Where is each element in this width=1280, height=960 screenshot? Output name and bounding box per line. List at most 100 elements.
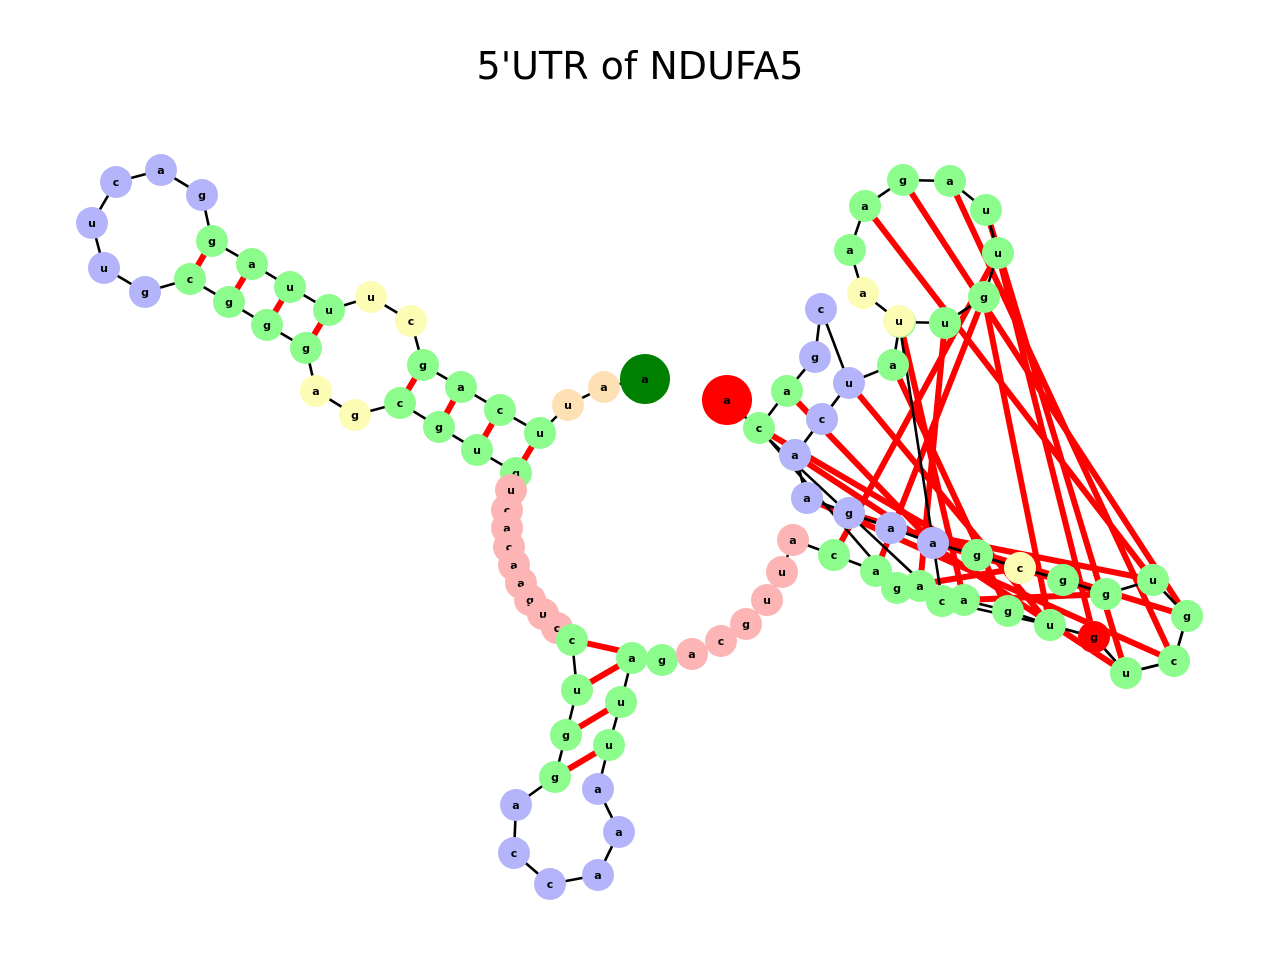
nucleotide-stem: u [461, 434, 493, 466]
nucleotide-hairpin-loop: a [603, 816, 635, 848]
nucleotide-letter: c [187, 273, 194, 286]
nucleotide-letter: c [831, 549, 838, 562]
nucleotide-letter: c [497, 404, 504, 417]
nucleotide-stem: g [968, 281, 1000, 313]
nucleotide-stem: g [887, 164, 919, 196]
nucleotide-letter: a [889, 359, 896, 372]
nucleotide-hairpin-loop: g [833, 497, 865, 529]
nucleotide-circle [552, 389, 584, 421]
nucleotide-circle [605, 686, 637, 718]
nucleotide-stem: g [251, 309, 283, 341]
nucleotide-letter: a [929, 537, 936, 550]
nucleotide-circle [616, 642, 648, 674]
nucleotide-stem: g [992, 595, 1024, 627]
nucleotide-circle [300, 375, 332, 407]
nucleotide-letter: g [980, 291, 988, 304]
nucleotide-stem: g [213, 286, 245, 318]
nucleotide-circle [339, 399, 371, 431]
nucleotide-end: g [1078, 621, 1110, 653]
nucleotide-letter: g [551, 771, 559, 784]
nucleotide-letter: c [718, 635, 725, 648]
nucleotide-stem: g [1047, 564, 1079, 596]
nucleotide-hairpin-loop: u [833, 367, 865, 399]
nucleotide-letter: u [605, 739, 613, 752]
nucleotide-circle [970, 194, 1002, 226]
nucleotide-stem: a [877, 349, 909, 381]
nucleotide-letter: a [791, 449, 798, 462]
nucleotide-letter: a [872, 565, 879, 578]
nucleotide-letter: c [818, 303, 825, 316]
nucleotide-multiloop: u [751, 584, 783, 616]
nucleotide-interior-loop: c [1004, 552, 1036, 584]
nucleotide-letter: u [1046, 619, 1054, 632]
nucleotide-circle [834, 234, 866, 266]
nucleotide-letter: a [457, 381, 464, 394]
nucleotide-interior-loop: u [355, 281, 387, 313]
nucleotide-stem: a [616, 642, 648, 674]
nucleotide-circle [1078, 621, 1110, 653]
nucleotide-circle [743, 412, 775, 444]
nucleotide-circle [593, 729, 625, 761]
nucleotide-letter: g [198, 189, 206, 202]
nucleotide-letter: u [778, 566, 786, 579]
nucleotide-letter: a [503, 522, 510, 535]
nucleotide-circle [461, 434, 493, 466]
nucleotide-circle [498, 837, 530, 869]
diagram-title: 5'UTR of NDUFA5 [476, 44, 804, 88]
nucleotide-circle [982, 237, 1014, 269]
nucleotide-letter: u [564, 399, 572, 412]
nucleotide-stem: u [982, 237, 1014, 269]
nucleotide-letter: u [763, 594, 771, 607]
nucleotide-stem: u [274, 271, 306, 303]
nucleotide-letter: c [819, 413, 826, 426]
nucleotide-circle [550, 719, 582, 751]
nucleotide-circle [833, 497, 865, 529]
nucleotide-letter: u [994, 247, 1002, 260]
nucleotide-circle [561, 674, 593, 706]
nucleotide-circle [818, 539, 850, 571]
nucleotide-circle [968, 281, 1000, 313]
nucleotide-circle [799, 341, 831, 373]
nucleotide-stem: u [1137, 564, 1169, 596]
base-pair-bond [900, 178, 1190, 618]
nucleotide-letter: a [688, 648, 695, 661]
nucleotide-hairpin-loop: a [779, 439, 811, 471]
nucleotide-circle [274, 271, 306, 303]
nucleotide-letter: g [1004, 605, 1012, 618]
nucleotide-circle [806, 403, 838, 435]
nucleotide-letter: g [742, 618, 750, 631]
nucleotide-letter: g [1059, 574, 1067, 587]
nucleotide-letter: u [473, 444, 481, 457]
nucleotide-circle [145, 154, 177, 186]
nucleotide-letter: a [248, 258, 255, 271]
nucleotide-letter: u [895, 315, 903, 328]
nucleotide-stem: c [743, 412, 775, 444]
nucleotide-stem: c [174, 263, 206, 295]
nucleotide-circle [1158, 645, 1190, 677]
nucleotide-circle [929, 307, 961, 339]
nucleotide-stem: u [970, 194, 1002, 226]
nucleotide-letter: u [325, 304, 333, 317]
nucleotide-hairpin-loop: a [791, 482, 823, 514]
nucleotide-hairpin-loop: g [186, 179, 218, 211]
nucleotide-letter: g [973, 549, 981, 562]
nucleotide-letter: c [554, 622, 561, 635]
nucleotide-stem: c [556, 624, 588, 656]
nucleotide-letter: a [861, 200, 868, 213]
nucleotide-circle [1004, 552, 1036, 584]
nucleotide-circle [213, 286, 245, 318]
nucleotide-dangling-end: a [588, 371, 620, 403]
nucleotide-circle [877, 349, 909, 381]
nucleotide-interior-loop: a [847, 277, 879, 309]
nucleotide-letter: a [312, 385, 319, 398]
nucleotide-letter: g [1090, 631, 1098, 644]
nucleotide-stem: u [605, 686, 637, 718]
nucleotide-letter: u [941, 317, 949, 330]
nucleotide-letter: u [367, 291, 375, 304]
nucleotide-hairpin-loop: a [145, 154, 177, 186]
nucleotide-letter: u [573, 684, 581, 697]
base-pair-bond [846, 381, 1053, 627]
nucleotide-hairpin-loop: a [875, 512, 907, 544]
nucleotide-letter: c [506, 541, 513, 554]
